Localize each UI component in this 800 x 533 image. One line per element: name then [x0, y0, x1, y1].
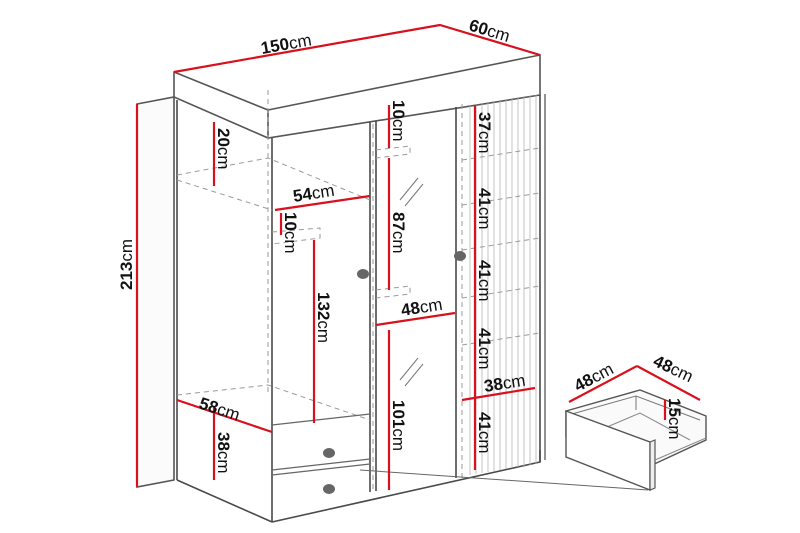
- label-right-top-shelf: 37cm: [475, 112, 494, 154]
- label-overall-width: 150cm: [259, 30, 313, 58]
- label-mirror-shelf-depth: 48cm: [400, 295, 444, 320]
- knob-icon: [454, 251, 466, 261]
- label-drawer-height: 15cm: [665, 398, 684, 440]
- label-right-shelf-4: 41cm: [475, 328, 494, 370]
- dimension-labels: 150cm 60cm 213cm 20cm 58cm 38cm 54cm 10c…: [117, 16, 696, 474]
- label-mirror-upper-height: 87cm: [389, 212, 408, 254]
- knob-icon: [357, 269, 369, 279]
- label-right-shelf-5: 41cm: [475, 412, 494, 454]
- label-left-bottom-width: 58cm: [197, 394, 242, 425]
- label-mirror-top-gap: 10cm: [389, 100, 408, 142]
- mirror-glare-icon: [399, 177, 424, 387]
- label-right-shelf-3: 41cm: [475, 260, 494, 302]
- drawer-detail: [565, 365, 707, 492]
- label-right-shelf-2: 41cm: [475, 188, 494, 230]
- door-knobs: [323, 251, 466, 494]
- label-overall-height: 213cm: [117, 239, 136, 290]
- label-right-shelf-depth: 38cm: [483, 371, 527, 396]
- label-drawer-depth: 48cm: [650, 351, 696, 386]
- dimension-lines: [135, 23, 541, 490]
- front-drawers: [271, 413, 371, 476]
- label-left-top-gap: 20cm: [214, 128, 233, 170]
- knob-icon: [323, 448, 335, 458]
- label-middle-shelf-depth: 54cm: [292, 181, 336, 206]
- knob-icon: [323, 484, 335, 494]
- label-middle-hanging-height: 132cm: [314, 292, 333, 343]
- drawer-callout-line: [359, 469, 649, 491]
- label-middle-rail-offset: 10cm: [281, 212, 300, 254]
- interior-dashed-lines: [176, 90, 541, 490]
- label-left-bottom-height: 38cm: [214, 432, 233, 474]
- label-mirror-lower-height: 101cm: [389, 400, 408, 451]
- wardrobe-body: [136, 24, 546, 523]
